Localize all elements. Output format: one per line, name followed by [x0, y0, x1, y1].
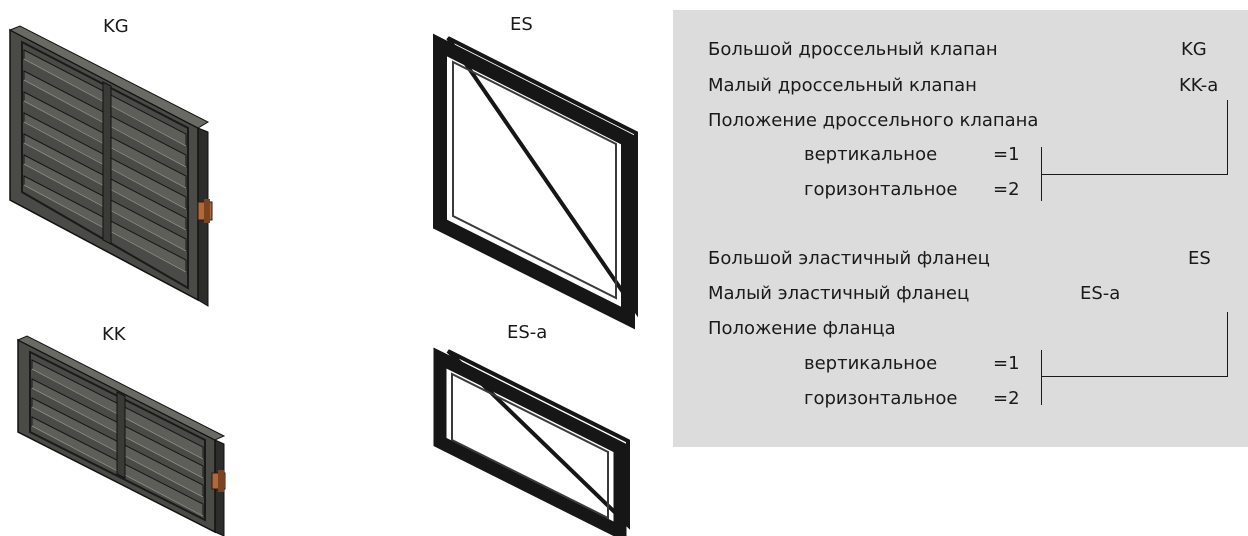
flange-bracket-riser: [1227, 312, 1228, 377]
damper-horizontal-value: =2: [993, 179, 1020, 200]
flange-vertical-value: =1: [993, 353, 1020, 374]
flange-horizontal-label: горизонтальное: [804, 388, 958, 409]
kk-damper-illustration: [16, 335, 226, 536]
damper-horizontal-label: горизонтальное: [804, 179, 958, 200]
kg-damper-illustration: [8, 25, 213, 307]
es-a-image-label: ES-a: [507, 322, 548, 343]
damper-vertical-value: =1: [993, 144, 1020, 165]
small-damper-code: KK-a: [1179, 75, 1219, 96]
es-image-label: ES: [510, 14, 533, 35]
large-damper-code: KG: [1181, 39, 1207, 60]
flange-bracket-horizontal: [1041, 376, 1228, 377]
product-illustrations: [8, 25, 638, 536]
es-flange-illustration: [433, 33, 638, 330]
flange-horizontal-value: =2: [993, 388, 1020, 409]
legend-panel: Большой дроссельный клапан KG Малый дрос…: [673, 10, 1248, 447]
damper-bracket-riser: [1227, 100, 1228, 175]
small-damper-label: Малый дроссельный клапан: [708, 75, 977, 96]
damper-vertical-label: вертикальное: [804, 144, 938, 165]
flange-position-title: Положение фланца: [708, 318, 896, 339]
small-flange-code: ES-a: [1080, 283, 1121, 304]
flange-bracket-vertical: [1041, 350, 1042, 405]
damper-position-title: Положение дроссельного клапана: [708, 110, 1039, 131]
kg-image-label: KG: [103, 16, 129, 37]
large-flange-label: Большой эластичный фланец: [708, 248, 990, 269]
small-flange-label: Малый эластичный фланец: [708, 283, 970, 304]
large-damper-label: Большой дроссельный клапан: [708, 39, 998, 60]
es-a-flange-illustration: [433, 347, 630, 536]
flange-vertical-label: вертикальное: [804, 353, 938, 374]
kk-image-label: KK: [102, 324, 126, 345]
damper-bracket-horizontal: [1041, 174, 1228, 175]
large-flange-code: ES: [1188, 248, 1211, 269]
